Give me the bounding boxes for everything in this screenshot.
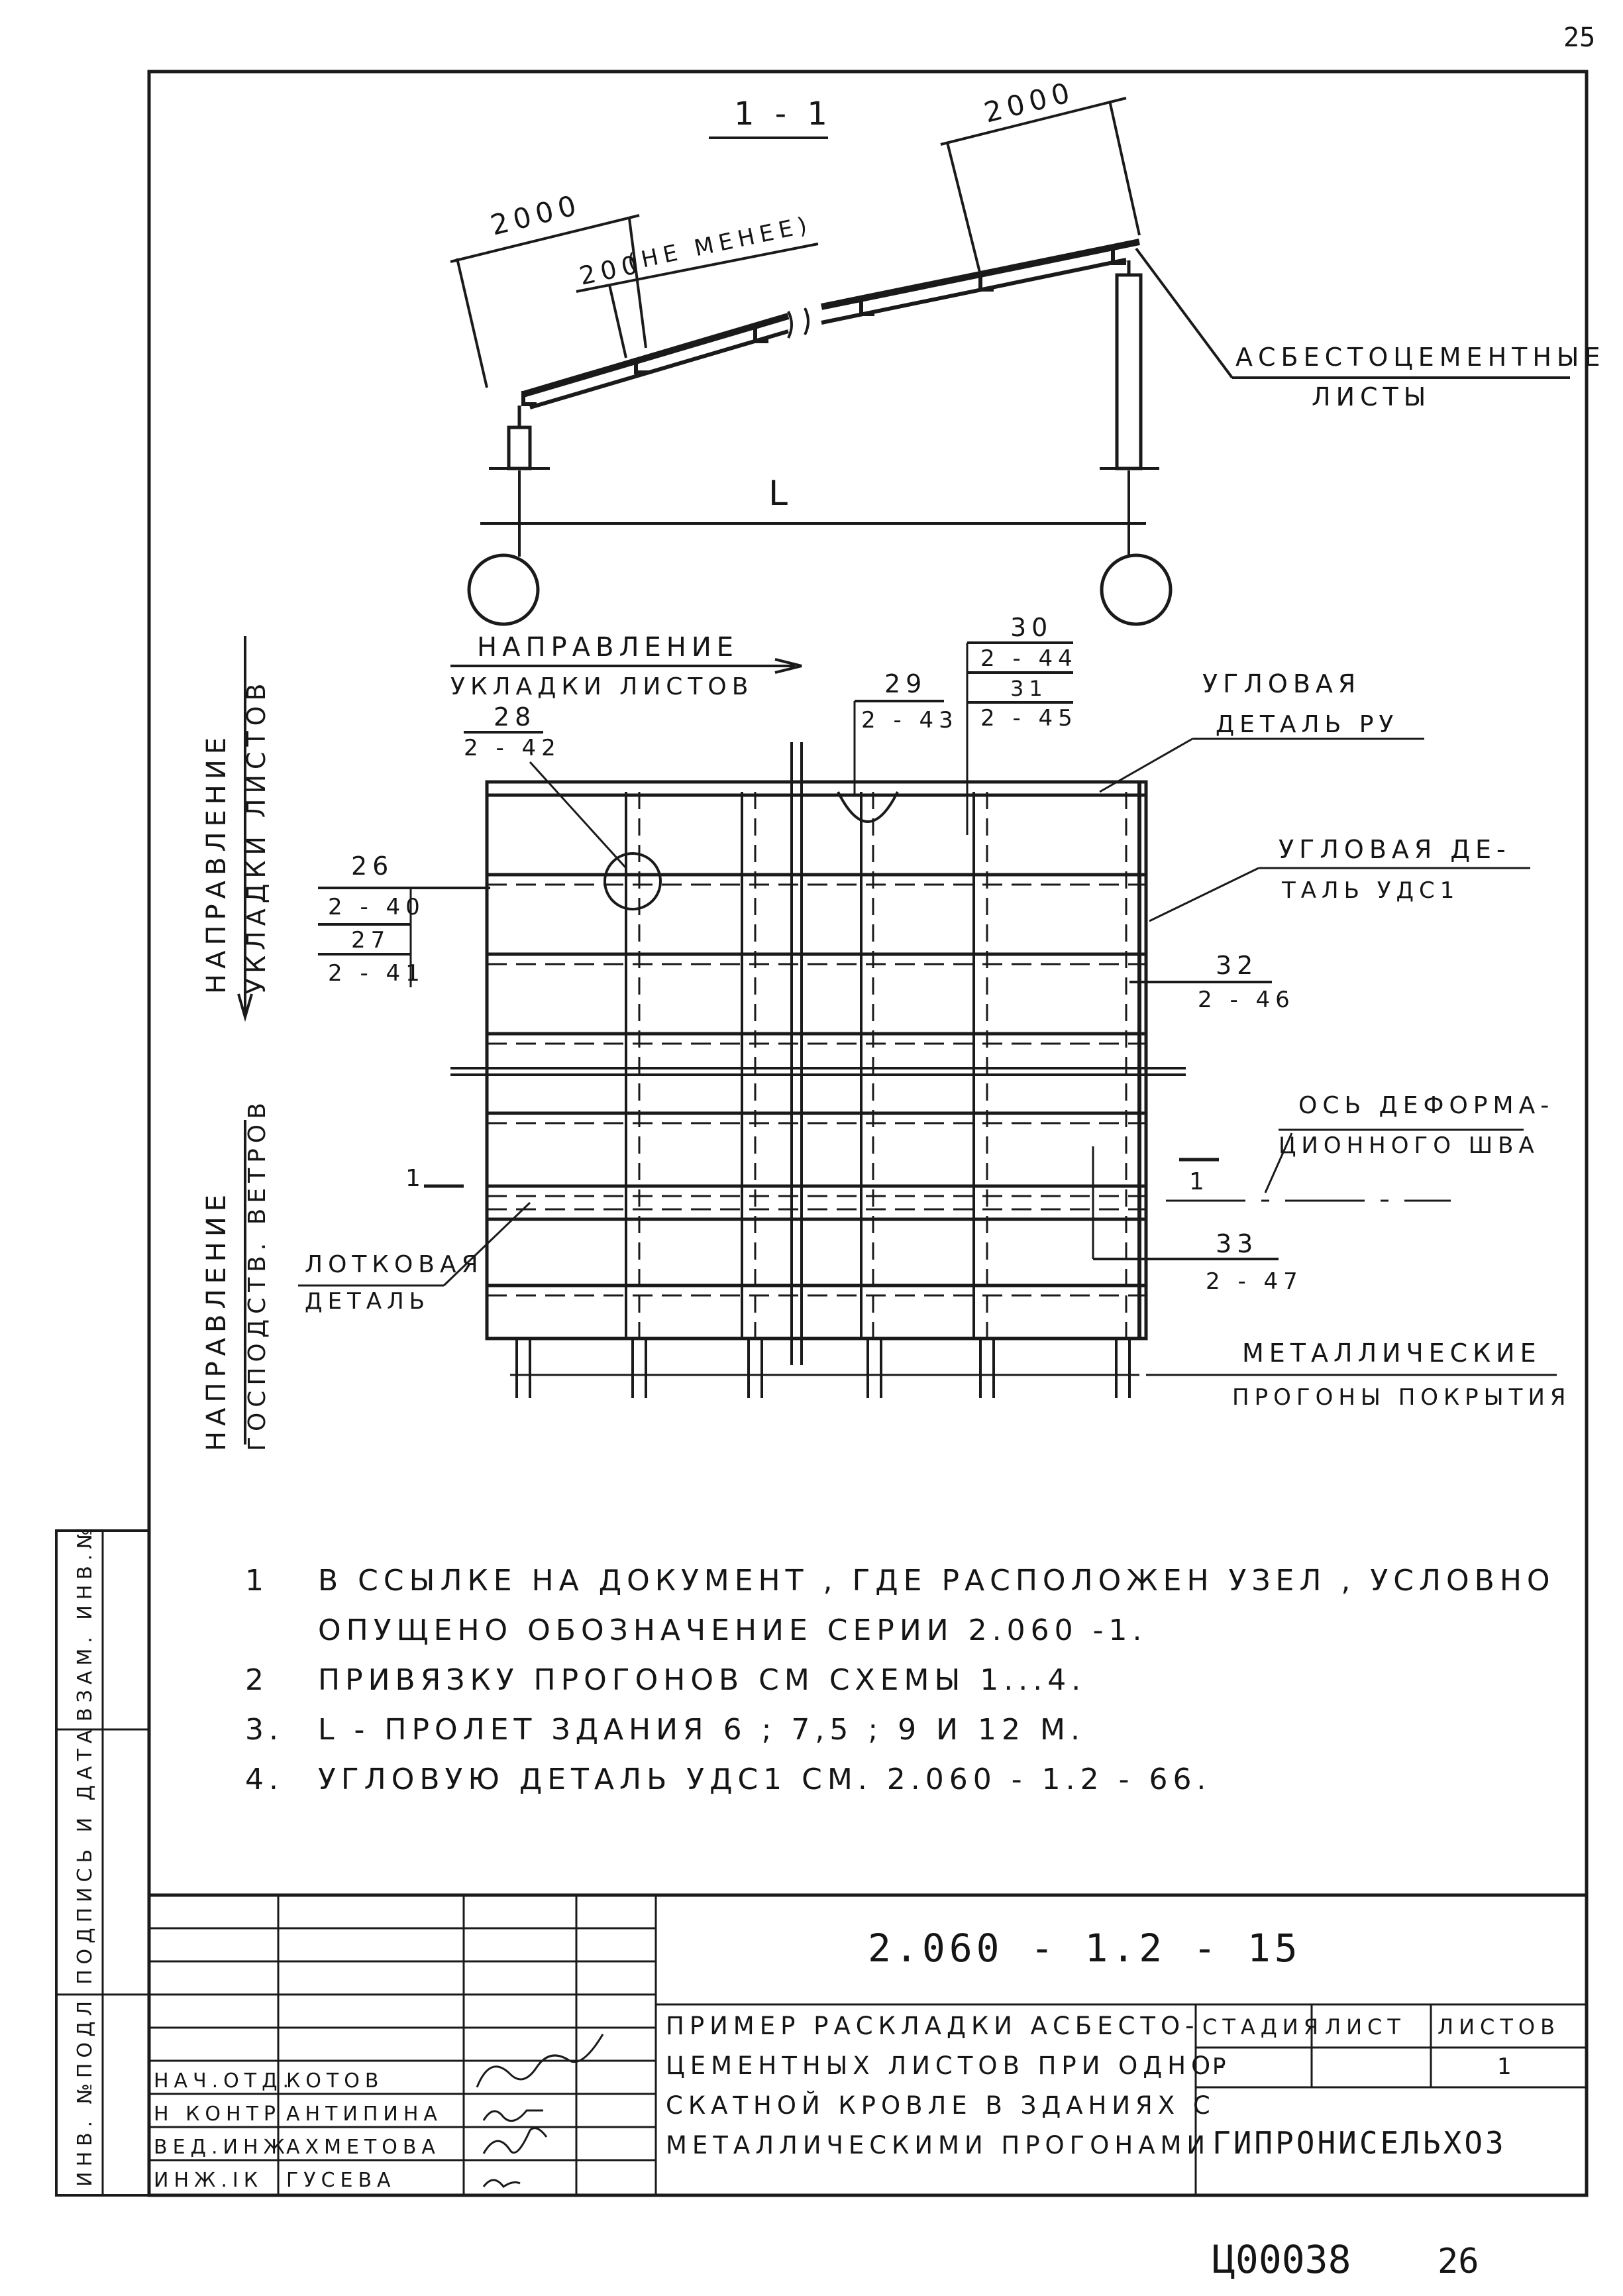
purlins-line1: МЕТАЛЛИЧЕСКИЕ xyxy=(1242,1339,1542,1368)
ref-26-27: 26 2 - 40 27 2 - 41 xyxy=(318,851,490,987)
doc-code: 2.060 - 1.2 - 15 xyxy=(868,1926,1302,1971)
svg-text:29: 29 xyxy=(884,669,927,698)
svg-text:30: 30 xyxy=(1010,613,1053,642)
stamp-inv-podl: ИНВ. №ПОДЛ xyxy=(74,1996,97,2187)
svg-text:АХМЕТОВА: АХМЕТОВА xyxy=(286,2136,441,2159)
corner-ru-line2: ДЕТАЛЬ РУ xyxy=(1216,711,1398,738)
svg-text:2 - 47: 2 - 47 xyxy=(1206,1268,1303,1295)
archive-page: 26 xyxy=(1438,2242,1479,2281)
svg-text:2 - 41: 2 - 41 xyxy=(328,960,425,987)
svg-text:27: 27 xyxy=(351,927,390,954)
svg-text:2 - 43: 2 - 43 xyxy=(861,707,959,734)
ref-29: 29 2 - 43 xyxy=(853,669,959,795)
stamp-vzam: ВЗАМ. ИНВ.№ xyxy=(74,1523,97,1722)
organization: ГИПРОНИСЕЛЬХОЗ xyxy=(1212,2125,1506,2161)
ref-33: 33 2 - 47 xyxy=(1092,1146,1303,1295)
dir-wind-line2: ГОСПОДСТВ. ВЕТРОВ xyxy=(244,1097,271,1451)
corner-uds-line2: ТАЛЬ УДС1 xyxy=(1281,877,1459,904)
svg-text:2 - 45: 2 - 45 xyxy=(980,705,1078,732)
svg-text:1: 1 xyxy=(405,1165,426,1192)
ref-28: 28 2 - 42 xyxy=(464,702,627,869)
note-4: УГЛОВУЮ ДЕТАЛЬ УДС1 СМ. 2.060 - 1.2 - 66… xyxy=(318,1763,1211,1796)
sheet-label: ЛИСТ xyxy=(1325,2014,1406,2040)
svg-text:31: 31 xyxy=(1010,676,1048,701)
svg-text:3.: 3. xyxy=(245,1713,284,1747)
gutter-line1: ЛОТКОВАЯ xyxy=(305,1251,484,1278)
plan-outline xyxy=(485,780,1148,1340)
archive-number: Ц00038 xyxy=(1212,2237,1351,2282)
title-line4: МЕТАЛЛИЧЕСКИМИ ПРОГОНАМИ xyxy=(666,2131,1210,2159)
dir-laying-h-line1: НАПРАВЛЕНИЕ xyxy=(477,632,739,663)
svg-text:1: 1 xyxy=(1189,1168,1210,1195)
purlins-line2: ПРОГОНЫ ПОКРЫТИЯ xyxy=(1232,1384,1571,1411)
dimension-lines xyxy=(450,97,1146,557)
ref-30-31: 30 2 - 44 31 2 - 45 xyxy=(966,613,1078,835)
sheets-value: 1 xyxy=(1497,2053,1517,2080)
note-1-cont: ОПУЩЕНО ОБОЗНАЧЕНИЕ СЕРИИ 2.060 -1. xyxy=(318,1613,1147,1647)
stage-label: СТАДИЯ xyxy=(1202,2014,1324,2040)
title-line1: ПРИМЕР РАСКЛАДКИ АСБЕСТО- xyxy=(666,2012,1199,2040)
sloped-roof-sheets xyxy=(521,239,1141,410)
gutter-line2: ДЕТАЛЬ xyxy=(305,1288,430,1315)
notes: 1 В ССЫЛКЕ НА ДОКУМЕНТ , ГДЕ РАСПОЛОЖЕН … xyxy=(245,1564,1555,1796)
stage-value: Р xyxy=(1212,2053,1231,2080)
svg-text:КОТОВ: КОТОВ xyxy=(286,2069,384,2093)
svg-text:26: 26 xyxy=(351,851,393,881)
section-view: 1 - 1 xyxy=(450,76,1605,626)
signature-rows: НАЧ.ОТД. КОТОВ Н КОНТР АНТИПИНА ВЕД.ИНЖ … xyxy=(154,2069,443,2192)
detail-28-circle xyxy=(603,852,662,910)
svg-text:ИНЖ.IК: ИНЖ.IК xyxy=(154,2169,263,2192)
svg-text:4.: 4. xyxy=(245,1763,284,1796)
dir-laying-v-line1: НАПРАВЛЕНИЕ xyxy=(201,732,232,994)
detail-29-notch xyxy=(837,791,899,823)
page-number: 25 xyxy=(1563,23,1595,53)
svg-text:НАЧ.ОТД.: НАЧ.ОТД. xyxy=(154,2069,294,2093)
stamp-podpis: ПОДПИСЬ И ДАТА xyxy=(74,1725,97,1985)
overlap-note: (НЕ МЕНЕЕ) xyxy=(625,211,815,276)
sheets-label: ЛИСТОВ xyxy=(1438,2014,1560,2040)
svg-text:2 - 46: 2 - 46 xyxy=(1198,987,1295,1013)
sheet-rows xyxy=(450,793,1186,1297)
side-stamp: ИНВ. №ПОДЛ ПОДПИСЬ И ДАТА ВЗАМ. ИНВ.№ xyxy=(55,1523,150,2197)
svg-text:1: 1 xyxy=(245,1564,269,1598)
svg-text:2 - 42: 2 - 42 xyxy=(464,735,561,761)
dir-wind-line1: НАПРАВЛЕНИЕ xyxy=(201,1189,232,1451)
svg-text:ВЕД.ИНЖ: ВЕД.ИНЖ xyxy=(154,2136,290,2159)
callout-sheets-line2: ЛИСТЫ xyxy=(1312,382,1431,411)
title-block: 2.060 - 1.2 - 15 ПРИМЕР РАСКЛАДКИ АСБЕСТ… xyxy=(147,1893,1589,2197)
svg-text:2: 2 xyxy=(245,1663,269,1697)
svg-text:32: 32 xyxy=(1216,951,1258,980)
svg-text:АНТИПИНА: АНТИПИНА xyxy=(286,2103,443,2126)
axis-line1: ОСЬ ДЕФОРМА- xyxy=(1298,1092,1554,1119)
dir-laying-h-line2: УКЛАДКИ ЛИСТОВ xyxy=(450,673,753,700)
plan-view: НАПРАВЛЕНИЕ УКЛАДКИ ЛИСТОВ НАПРАВЛЕНИЕ У… xyxy=(201,613,1571,1451)
axis-bubble-right xyxy=(1100,553,1173,626)
corner-uds-line1: УГЛОВАЯ ДЕ- xyxy=(1279,835,1511,864)
note-1: В ССЫЛКЕ НА ДОКУМЕНТ , ГДЕ РАСПОЛОЖЕН УЗ… xyxy=(318,1564,1555,1598)
svg-text:Н КОНТР: Н КОНТР xyxy=(154,2103,281,2126)
axis-line2: ЦИОННОГО ШВА xyxy=(1279,1132,1540,1159)
callout-sheets-line1: АСБЕСТОЦЕМЕНТНЫЕ xyxy=(1235,343,1605,372)
section-label: 1 - 1 xyxy=(734,95,833,133)
dir-laying-v-line2: УКЛАДКИ ЛИСТОВ xyxy=(242,678,271,994)
sheet-columns xyxy=(625,742,1141,1365)
callout-leader xyxy=(1135,247,1233,379)
corner-ru-line1: УГЛОВАЯ xyxy=(1202,669,1361,698)
title-line2: ЦЕМЕНТНЫХ ЛИСТОВ ПРИ ОДНО- xyxy=(666,2051,1230,2080)
note-2: ПРИВЯЗКУ ПРОГОНОВ СМ СХЕМЫ 1...4. xyxy=(318,1663,1086,1697)
supports xyxy=(489,260,1159,470)
svg-text:33: 33 xyxy=(1216,1229,1258,1258)
svg-text:28: 28 xyxy=(494,702,536,732)
purlin-legs xyxy=(510,1339,1139,1398)
ref-32: 32 2 - 46 xyxy=(1129,951,1295,1013)
svg-text:2 - 40: 2 - 40 xyxy=(328,894,425,920)
span-label: L xyxy=(768,474,793,514)
svg-text:ГУСЕВА: ГУСЕВА xyxy=(286,2169,396,2192)
handwritten-signatures xyxy=(476,2034,604,2189)
svg-text:2 - 44: 2 - 44 xyxy=(980,645,1078,672)
title-line3: СКАТНОЙ КРОВЛЕ В ЗДАНИЯХ С xyxy=(666,2091,1216,2120)
note-3: L - ПРОЛЕТ ЗДАНИЯ 6 ; 7,5 ; 9 И 12 М. xyxy=(318,1713,1085,1747)
axis-bubble-left xyxy=(467,553,540,626)
